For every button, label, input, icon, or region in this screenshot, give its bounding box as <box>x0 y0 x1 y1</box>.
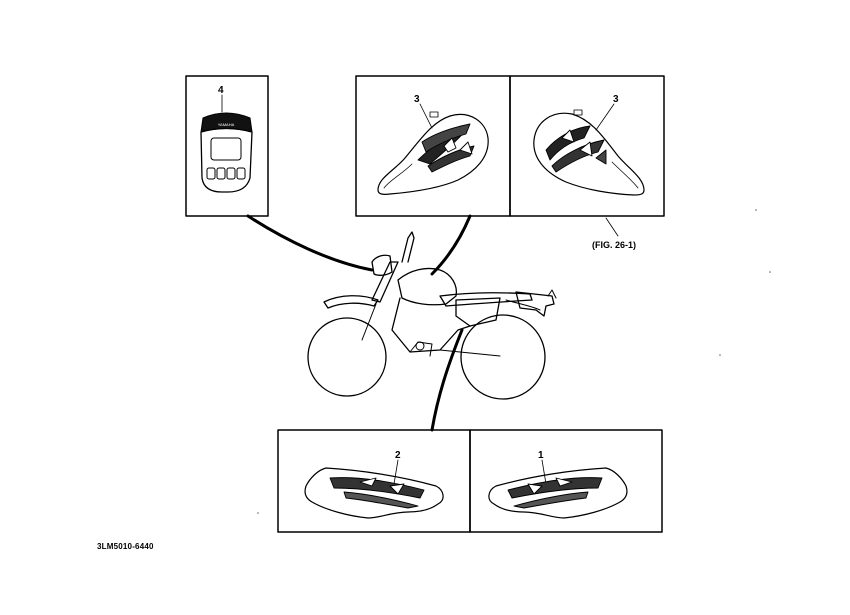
tank-outline-left-inner <box>383 163 413 189</box>
panel-meter-cover: YAMAHA <box>185 75 269 217</box>
meter-indicator-1 <box>206 167 216 180</box>
tank-outline-right-inner <box>611 161 639 189</box>
seat <box>439 292 533 307</box>
side-cover-decal-graphic-left <box>329 477 425 509</box>
motorcycle-illustration <box>307 231 557 400</box>
front-number-plate <box>371 254 393 276</box>
panel-side-cover-decals <box>277 429 663 533</box>
tank-outline-left <box>377 113 489 195</box>
exhaust <box>505 299 541 311</box>
swing-arm <box>439 349 501 357</box>
callout-leader <box>541 459 547 485</box>
callout-leader <box>419 103 433 129</box>
rear-fender <box>515 291 555 317</box>
side-cover-outline-left <box>304 467 444 519</box>
meter-housing-body <box>200 127 253 193</box>
leader-lines <box>246 214 472 432</box>
panel-frame <box>185 75 269 217</box>
leader-line-meter-panel <box>246 214 374 272</box>
callout-leader <box>393 459 399 485</box>
front-fork <box>371 261 399 303</box>
side-cover <box>455 297 501 327</box>
front-wheel <box>307 317 387 397</box>
panel-frame-right <box>509 75 665 217</box>
fig-ref-leader <box>605 217 619 237</box>
panel-tank-decals <box>355 75 665 237</box>
side-cover-decal-graphic-right <box>507 477 603 509</box>
callout-leader <box>595 103 615 131</box>
front-fender <box>323 295 379 309</box>
tank-cap-right <box>573 109 583 116</box>
meter-indicator-4 <box>236 167 246 180</box>
tank-outline-right <box>533 112 645 196</box>
fuel-tank <box>397 267 458 306</box>
leader-line-tank-panels <box>430 214 472 276</box>
figure-reference: (FIG. 26-1) <box>592 240 637 250</box>
scan-specks <box>257 209 771 514</box>
tank-decal-graphic-right <box>545 125 607 173</box>
meter-indicator-3 <box>226 167 236 180</box>
callout-number-3-left: 3 <box>414 94 420 105</box>
callout-number-1: 1 <box>538 450 544 461</box>
frame <box>391 297 471 353</box>
part-number: 3LM5010-6440 <box>97 542 154 551</box>
callout-number-2: 2 <box>395 450 401 461</box>
meter-display <box>210 137 242 161</box>
handlebar <box>401 231 415 263</box>
callout-number-3-right: 3 <box>613 94 619 105</box>
panel-frame-right <box>469 429 663 533</box>
side-cover-outline-right <box>488 467 628 519</box>
callout-number-4: 4 <box>218 85 224 96</box>
meter-indicator-2 <box>216 167 226 180</box>
rear-wheel <box>460 314 546 400</box>
tank-cap-left <box>429 111 439 118</box>
leader-line-side-cover-panels <box>430 328 464 432</box>
tank-decal-graphic-left <box>417 123 475 173</box>
meter-logo-mark: YAMAHA <box>218 122 235 127</box>
